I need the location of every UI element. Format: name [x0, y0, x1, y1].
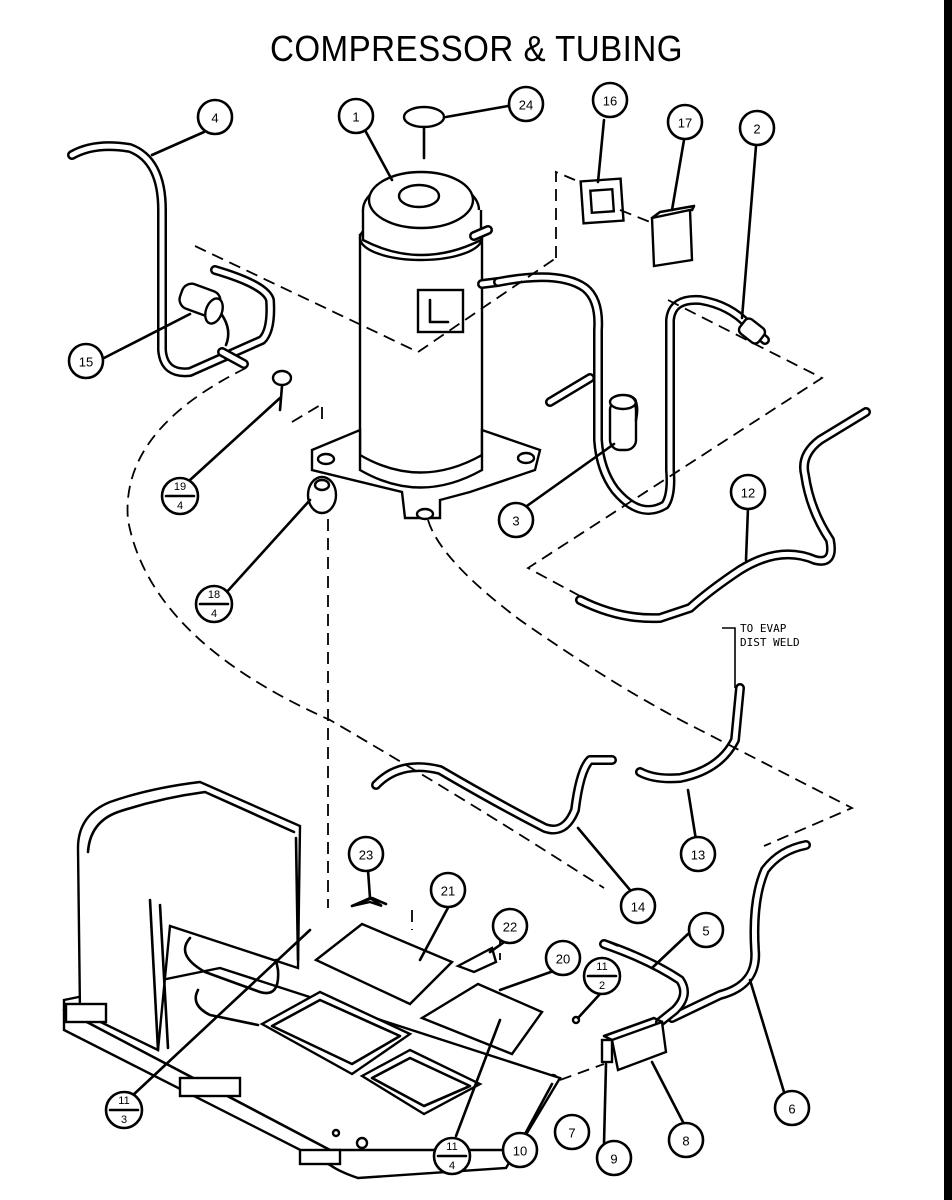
callout-20: 20: [544, 939, 582, 977]
svg-text:24: 24: [519, 98, 533, 113]
svg-text:1: 1: [352, 110, 359, 125]
svg-text:17: 17: [678, 116, 692, 131]
cover-part-17: [650, 204, 696, 268]
bolt-part-19: [271, 369, 293, 412]
svg-text:21: 21: [441, 884, 455, 899]
diagram-title: COMPRESSOR & TUBING: [269, 28, 683, 69]
svg-text:4: 4: [211, 608, 217, 620]
svg-text:11: 11: [118, 1095, 129, 1107]
svg-text:3: 3: [512, 514, 519, 529]
compressor-part-1: [310, 170, 542, 521]
callout-11-2: 11 2: [582, 956, 622, 996]
tube-part-13: [635, 627, 745, 784]
svg-text:8: 8: [682, 1134, 689, 1149]
callout-23: 23: [347, 835, 385, 873]
callout-12: 12: [729, 473, 767, 511]
base-pan-assembly: [62, 780, 562, 1180]
tube-part-2: [493, 272, 770, 515]
callout-4: 4: [196, 98, 234, 136]
svg-text:18: 18: [208, 589, 220, 601]
callout-10: 10: [501, 1131, 539, 1169]
callout-8: 8: [667, 1121, 705, 1159]
callout-17: 17: [666, 103, 704, 141]
callout-11-4: 11 4: [432, 1136, 472, 1176]
bushing-part-18: [306, 475, 338, 515]
svg-text:5: 5: [702, 924, 709, 939]
svg-text:4: 4: [177, 500, 183, 512]
valve-bracket-part-8: [600, 1016, 668, 1072]
svg-text:11: 11: [446, 1141, 457, 1153]
svg-text:11: 11: [596, 961, 607, 973]
callout-6: 6: [773, 1089, 811, 1127]
callout-24: 24: [507, 85, 545, 123]
callout-22: 22: [491, 907, 529, 945]
svg-text:10: 10: [513, 1144, 527, 1159]
callout-21: 21: [429, 871, 467, 909]
svg-text:3: 3: [121, 1114, 127, 1126]
assembly-leader-lines: [126, 170, 855, 1081]
tube-part-6: [667, 840, 811, 1023]
svg-text:2: 2: [753, 122, 760, 137]
clip-part-23: [350, 896, 388, 908]
page-border: [944, 0, 952, 1200]
svg-text:20: 20: [556, 952, 570, 967]
svg-text:16: 16: [603, 94, 617, 109]
callout-11-3: 11 3: [104, 1090, 144, 1130]
svg-text:6: 6: [788, 1102, 795, 1117]
suction-stub: [545, 373, 595, 407]
annotation-to-evap: TO EVAP: [740, 622, 787, 635]
callout-leaders: [102, 104, 786, 1146]
tube-part-4: [67, 141, 276, 378]
svg-text:13: 13: [691, 848, 705, 863]
callout-3: 3: [497, 501, 535, 539]
callout-19-4: 19 4: [160, 476, 200, 516]
callout-7: 7: [553, 1113, 591, 1151]
svg-text:14: 14: [631, 900, 645, 915]
tube-part-5: [599, 939, 689, 1027]
tube-part-14: [371, 755, 617, 835]
callout-18-4: 18 4: [194, 584, 234, 624]
svg-text:15: 15: [79, 355, 93, 370]
callout-16: 16: [591, 81, 629, 119]
annotation-dist-weld: DIST WELD: [740, 636, 800, 649]
callout-5: 5: [687, 911, 725, 949]
svg-text:12: 12: [741, 486, 755, 501]
svg-text:23: 23: [359, 848, 373, 863]
svg-text:2: 2: [599, 980, 605, 992]
svg-text:4: 4: [449, 1160, 455, 1172]
filter-dryer-part-15: [178, 282, 230, 347]
svg-text:19: 19: [174, 481, 186, 493]
svg-text:22: 22: [503, 920, 517, 935]
terminal-cover-part-16: [579, 177, 625, 225]
callout-15: 15: [67, 342, 105, 380]
callout-9: 9: [595, 1139, 633, 1177]
callout-14: 14: [619, 887, 657, 925]
muffler-part-3: [608, 393, 639, 452]
svg-text:7: 7: [568, 1126, 575, 1141]
callout-2: 2: [738, 109, 776, 147]
svg-text:4: 4: [211, 111, 218, 126]
tube-part-12: [575, 407, 871, 624]
callout-13: 13: [679, 835, 717, 873]
callout-1: 1: [337, 97, 375, 135]
svg-text:9: 9: [610, 1152, 617, 1167]
bracket-part-22: [455, 946, 498, 974]
label-part-24: [402, 105, 446, 160]
